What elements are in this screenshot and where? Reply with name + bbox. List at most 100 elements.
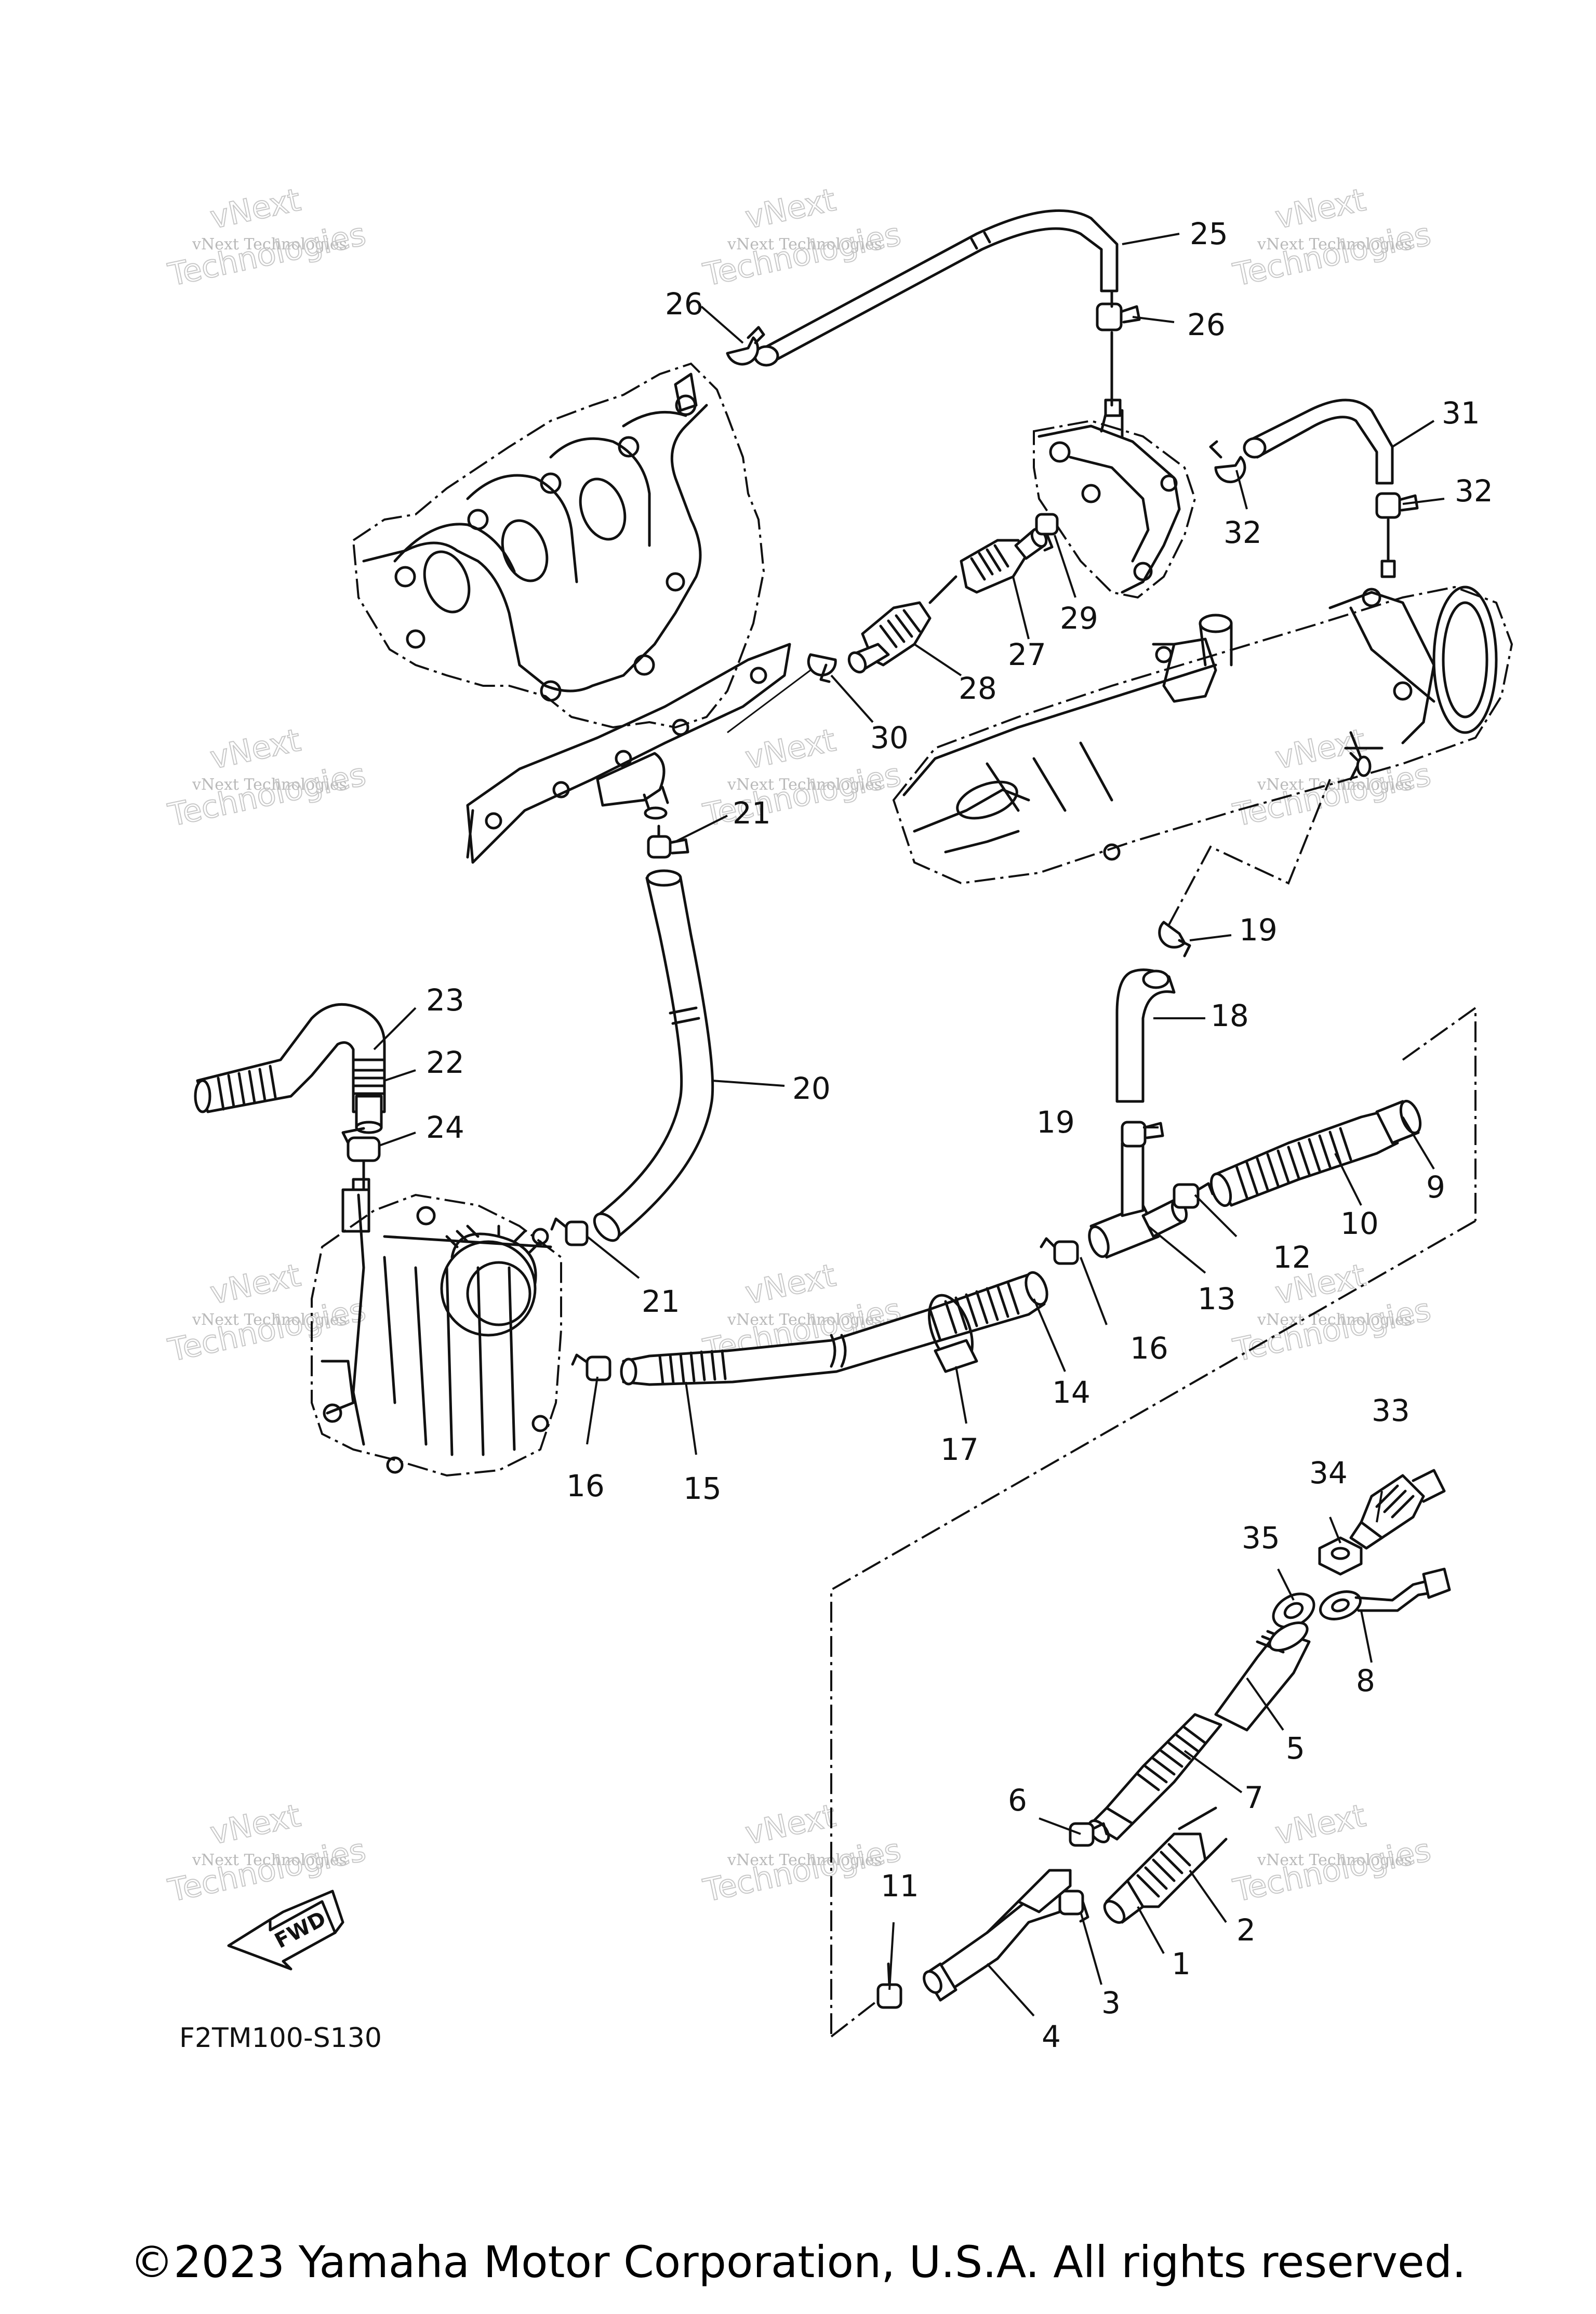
svg-text:Technologies: Technologies xyxy=(1230,756,1434,834)
throttle-body xyxy=(311,1178,562,1477)
svg-text:vNext Technologies: vNext Technologies xyxy=(192,235,347,254)
exhaust-manifold xyxy=(352,362,765,729)
clamp-19-upper xyxy=(1158,921,1191,957)
clamp-16-left xyxy=(571,1353,611,1381)
callout-12: 12 xyxy=(1273,1240,1311,1275)
svg-text:vNext: vNext xyxy=(742,182,839,236)
callout-6: 6 xyxy=(1008,1783,1027,1818)
frame-line-diagonal xyxy=(830,1220,1476,2037)
clamp-19-lower xyxy=(1121,1121,1164,1148)
svg-text:Technologies: Technologies xyxy=(1230,216,1434,294)
hose-10 xyxy=(1209,1099,1422,1207)
clamp-32-right xyxy=(1375,492,1419,578)
clamp-21-upper xyxy=(647,824,689,859)
callout-21: 21 xyxy=(642,1284,680,1319)
hose-2 xyxy=(1126,1806,1228,1908)
callout-8: 8 xyxy=(1356,1663,1375,1698)
callout-25: 25 xyxy=(1190,216,1228,251)
frame-line-bottom xyxy=(830,1999,879,2038)
callout-3: 3 xyxy=(1101,1985,1121,2020)
watermark: vNext vNext Technologies Technologies xyxy=(1230,181,1435,294)
clamp-26-right xyxy=(1096,302,1141,331)
clamp-16-right xyxy=(1040,1237,1079,1265)
callout-14: 14 xyxy=(1052,1375,1090,1410)
svg-text:vNext: vNext xyxy=(742,722,839,777)
callout-19: 19 xyxy=(1036,1105,1075,1140)
callouts: 25 26 26 31 32 32 27 29 28 30 21 19 18 2… xyxy=(426,216,1493,2054)
svg-text:vNext Technologies: vNext Technologies xyxy=(192,776,347,794)
callout-32: 32 xyxy=(1455,473,1493,509)
hose-22 xyxy=(352,1058,386,1134)
callout-33: 33 xyxy=(1372,1393,1410,1428)
callout-28: 28 xyxy=(959,671,997,706)
callout-13: 13 xyxy=(1198,1281,1236,1316)
callout-16: 16 xyxy=(1130,1331,1168,1366)
watermark: vNext vNext Technologies Technologies xyxy=(700,1797,905,1910)
clamp-29 xyxy=(1035,513,1059,552)
hose-1 xyxy=(1103,1879,1145,1924)
callout-31: 31 xyxy=(1442,395,1480,431)
watermark: vNext vNext Technologies Technologies xyxy=(1230,722,1435,834)
water-jacket-cover xyxy=(1033,289,1196,599)
svg-text:vNext: vNext xyxy=(207,1257,304,1312)
callout-26: 26 xyxy=(665,286,703,322)
svg-text:vNext Technologies: vNext Technologies xyxy=(192,1851,347,1869)
clamp-26-left xyxy=(726,326,765,366)
svg-text:Technologies: Technologies xyxy=(700,1832,905,1909)
svg-text:vNext Technologies: vNext Technologies xyxy=(727,776,882,794)
svg-text:vNext Technologies: vNext Technologies xyxy=(1257,235,1412,254)
callout-30: 30 xyxy=(870,720,909,755)
svg-text:Technologies: Technologies xyxy=(700,216,905,294)
callout-17: 17 xyxy=(940,1432,979,1467)
fwd-arrow-icon: FWD xyxy=(227,1890,344,1971)
hose-23 xyxy=(194,1003,386,1113)
callout-29: 29 xyxy=(1060,601,1098,636)
callout-18: 18 xyxy=(1211,998,1249,1033)
fitting-5 xyxy=(1214,1621,1311,1732)
gasket-plate xyxy=(466,643,791,864)
clamp-30 xyxy=(807,653,837,683)
callout-7: 7 xyxy=(1244,1780,1264,1815)
hose-20 xyxy=(593,869,714,1242)
fitting-33 xyxy=(1349,1469,1446,1550)
callout-20: 20 xyxy=(792,1071,831,1106)
hose-31 xyxy=(1243,398,1394,485)
callout-35: 35 xyxy=(1242,1520,1280,1555)
callout-10: 10 xyxy=(1340,1206,1379,1241)
callout-24: 24 xyxy=(426,1110,464,1145)
callout-11: 11 xyxy=(881,1868,919,1904)
leader-lines xyxy=(373,233,1445,2017)
fitting-8 xyxy=(1319,1567,1451,1620)
callout-5: 5 xyxy=(1286,1731,1305,1766)
hose-28 xyxy=(847,601,932,674)
callout-19: 19 xyxy=(1239,912,1278,948)
callout-32: 32 xyxy=(1223,515,1262,550)
svg-text:vNext Technologies: vNext Technologies xyxy=(1257,1851,1412,1869)
svg-text:Technologies: Technologies xyxy=(1230,1832,1434,1909)
clamp-3 xyxy=(1058,1890,1089,1923)
callout-16: 16 xyxy=(566,1468,605,1504)
clamp-32-left xyxy=(1209,440,1246,484)
clamp-6 xyxy=(1069,1822,1108,1847)
dash-line-19 xyxy=(1168,779,1331,925)
svg-text:vNext Technologies: vNext Technologies xyxy=(1257,776,1412,794)
hose-7 xyxy=(1087,1713,1222,1843)
callout-15: 15 xyxy=(683,1471,722,1506)
clamp-24 xyxy=(341,1127,381,1191)
hose-18 xyxy=(1115,968,1176,1103)
callout-1: 1 xyxy=(1172,1946,1191,1981)
connector-line-30 xyxy=(727,669,811,734)
svg-text:vNext: vNext xyxy=(742,1798,839,1852)
nut-34 xyxy=(1318,1536,1363,1576)
watermark: vNext vNext Technologies Technologies xyxy=(700,181,905,294)
svg-text:vNext: vNext xyxy=(742,1257,839,1312)
clamp-21-lower xyxy=(550,1217,589,1246)
svg-text:vNext: vNext xyxy=(207,182,304,236)
intake-silencer xyxy=(892,586,1513,885)
svg-text:Technologies: Technologies xyxy=(165,756,369,834)
clamp-12 xyxy=(1173,1182,1214,1209)
callout-27: 27 xyxy=(1008,637,1046,672)
joint-13 xyxy=(1088,1141,1188,1259)
watermark: vNext vNext Technologies Technologies xyxy=(165,1797,370,1910)
